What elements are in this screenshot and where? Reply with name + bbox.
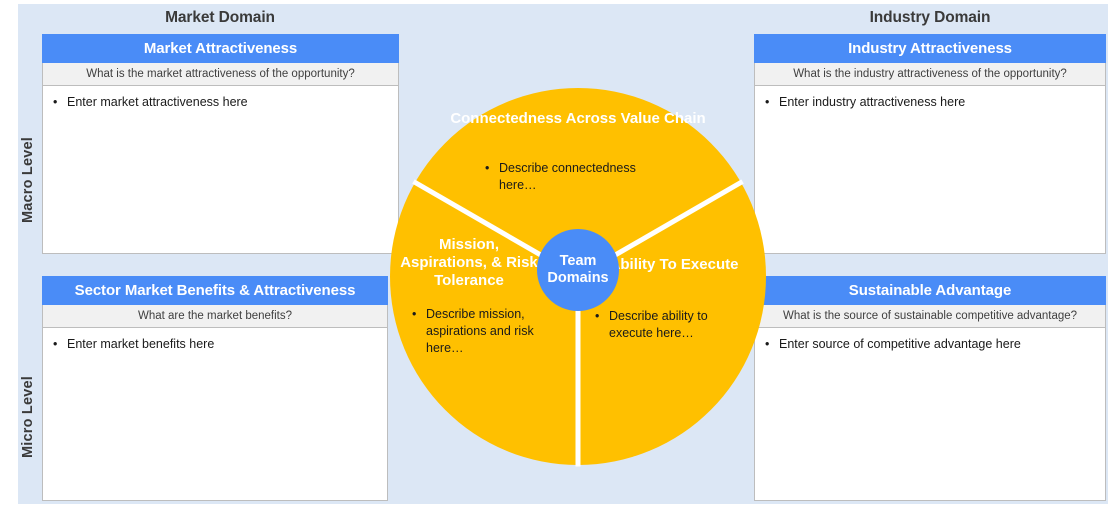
card-subtitle-market-attractiveness: What is the market attractiveness of the… [42, 63, 399, 86]
bullet-icon: • [765, 337, 770, 351]
card-header-sustainable-advantage: Sustainable Advantage [754, 276, 1106, 305]
pie-sector-bullets-ability-to-execute[interactable]: • Describe ability to execute here… [595, 308, 745, 342]
pie-hub-line-2: Domains [547, 270, 609, 286]
list-item: • Describe ability to execute here… [595, 308, 745, 342]
team-domains-pie-diagram: Connectedness Across Value Chain • Descr… [390, 88, 766, 467]
list-item-label: Describe connectedness here… [499, 161, 636, 192]
card-sector-market-benefits: Sector Market Benefits & Attractiveness … [42, 276, 388, 501]
card-subtitle-sustainable-advantage: What is the source of sustainable compet… [754, 305, 1106, 328]
list-item-label: Enter market attractiveness here [67, 95, 248, 109]
bullet-icon: • [765, 95, 770, 109]
pie-sector-label-ability-to-execute: Ability To Execute [609, 256, 739, 273]
pie-sector-bullets-connectedness[interactable]: • Describe connectedness here… [485, 160, 675, 194]
list-item-label: Enter source of competitive advantage he… [779, 337, 1021, 351]
pie-sector-bullets-mission[interactable]: • Describe mission, aspirations and risk… [412, 306, 562, 357]
bullet-icon: • [595, 309, 600, 323]
card-subtitle-industry-attractiveness: What is the industry attractiveness of t… [754, 63, 1106, 86]
list-item: • Enter market benefits here [53, 336, 381, 353]
card-body-industry-attractiveness[interactable]: • Enter industry attractiveness here [754, 86, 1106, 254]
market-domain-title: Market Domain [165, 9, 275, 26]
card-header-market-attractiveness: Market Attractiveness [42, 34, 399, 63]
bullet-icon: • [412, 307, 417, 321]
card-body-market-attractiveness[interactable]: • Enter market attractiveness here [42, 86, 399, 254]
pie-sector-label-connectedness: Connectedness Across Value Chain [450, 110, 706, 127]
bullet-icon: • [53, 95, 58, 109]
list-item: • Describe connectedness here… [485, 160, 675, 194]
list-item-label: Enter market benefits here [67, 337, 215, 351]
list-item-label: Enter industry attractiveness here [779, 95, 966, 109]
list-item-label: Describe mission, aspirations and risk h… [426, 307, 534, 355]
card-body-sustainable-advantage[interactable]: • Enter source of competitive advantage … [754, 328, 1106, 501]
macro-level-label: Macro Level [20, 137, 36, 224]
bullet-icon: • [485, 161, 490, 175]
industry-domain-title: Industry Domain [869, 9, 991, 26]
card-body-sector-market-benefits[interactable]: • Enter market benefits here [42, 328, 388, 501]
card-header-sector-market-benefits: Sector Market Benefits & Attractiveness [42, 276, 388, 305]
pie-hub-line-1: Team [559, 252, 597, 269]
list-item: • Enter market attractiveness here [53, 94, 392, 111]
pie-sector-label-mission: Mission, Aspirations, & Risk Tolerance [400, 236, 538, 289]
list-item: • Enter industry attractiveness here [765, 94, 1099, 111]
micro-level-label: Micro Level [20, 376, 36, 459]
card-industry-attractiveness: Industry Attractiveness What is the indu… [754, 34, 1106, 254]
card-subtitle-sector-market-benefits: What are the market benefits? [42, 305, 388, 328]
card-sustainable-advantage: Sustainable Advantage What is the source… [754, 276, 1106, 501]
card-market-attractiveness: Market Attractiveness What is the market… [42, 34, 399, 254]
list-item: • Describe mission, aspirations and risk… [412, 306, 562, 357]
bullet-icon: • [53, 337, 58, 351]
list-item: • Enter source of competitive advantage … [765, 336, 1099, 353]
card-header-industry-attractiveness: Industry Attractiveness [754, 34, 1106, 63]
pie-hub-team-domains: Team Domains [537, 229, 619, 311]
list-item-label: Describe ability to execute here… [609, 309, 708, 340]
